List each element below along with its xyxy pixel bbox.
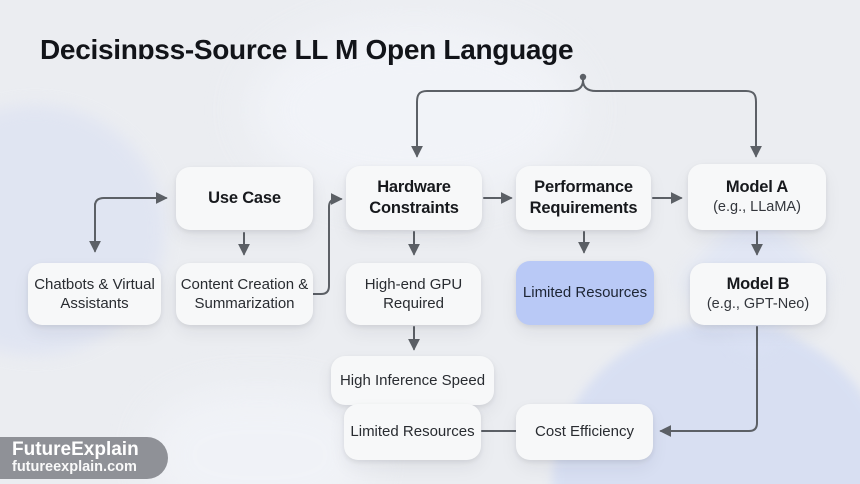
node-content-creation: Content Creation & Summarization	[176, 263, 313, 325]
edge-content-to-hardware	[312, 193, 343, 295]
edge-title-to-model-a	[582, 79, 762, 158]
node-label: Cost Efficiency	[535, 423, 634, 441]
node-label: Chatbots & Virtual Assistants	[34, 275, 155, 312]
node-label: Performance Requirements	[529, 177, 638, 217]
brand-name: FutureExplain	[12, 439, 139, 461]
node-label: Limited Resources	[522, 284, 648, 302]
brand-badge: FutureExplain futureexplain.com	[0, 437, 168, 479]
bracket-dot	[579, 73, 587, 81]
node-label: High Inference Speed	[339, 371, 486, 389]
node-model-a: Model A (e.g., LLaMA)	[688, 164, 826, 230]
edge-elbow-to-use-case	[94, 192, 168, 207]
node-label: Model A	[725, 178, 789, 197]
node-model-b: Model B (e.g., GPT-Neo)	[690, 263, 826, 325]
node-performance-requirements: Performance Requirements	[516, 166, 651, 230]
background-blob	[150, 390, 370, 484]
node-label: Hardware Constraints	[369, 177, 459, 217]
node-label: Content Creation & Summarization	[180, 275, 309, 312]
node-cost-efficiency: Cost Efficiency	[516, 404, 653, 460]
node-label: Use Case	[208, 188, 281, 207]
edge-title-to-hardware	[411, 79, 584, 158]
node-chatbots: Chatbots & Virtual Assistants	[28, 263, 161, 325]
node-high-end-gpu: High-end GPU Required	[346, 263, 481, 325]
node-limited-resources-mid: Limited Resources	[516, 261, 654, 325]
brand-url: futureexplain.com	[12, 459, 137, 476]
node-use-case: Use Case	[176, 167, 313, 230]
node-hardware-constraints: Hardware Constraints	[346, 166, 482, 230]
node-label: Model B	[726, 275, 790, 294]
node-high-inference-speed: High Inference Speed	[331, 356, 494, 405]
node-sublabel: (e.g., GPT-Neo)	[706, 296, 810, 313]
node-limited-resources-bottom: Limited Resources	[344, 404, 481, 460]
node-sublabel: (e.g., LLaMA)	[713, 199, 801, 216]
page-title: Decisinɒss-Source LL M Open Language	[40, 34, 574, 65]
node-label: Limited Resources	[350, 423, 475, 441]
node-label: High-end GPU Required	[364, 275, 463, 312]
edge-model-b-to-cost	[659, 326, 758, 437]
